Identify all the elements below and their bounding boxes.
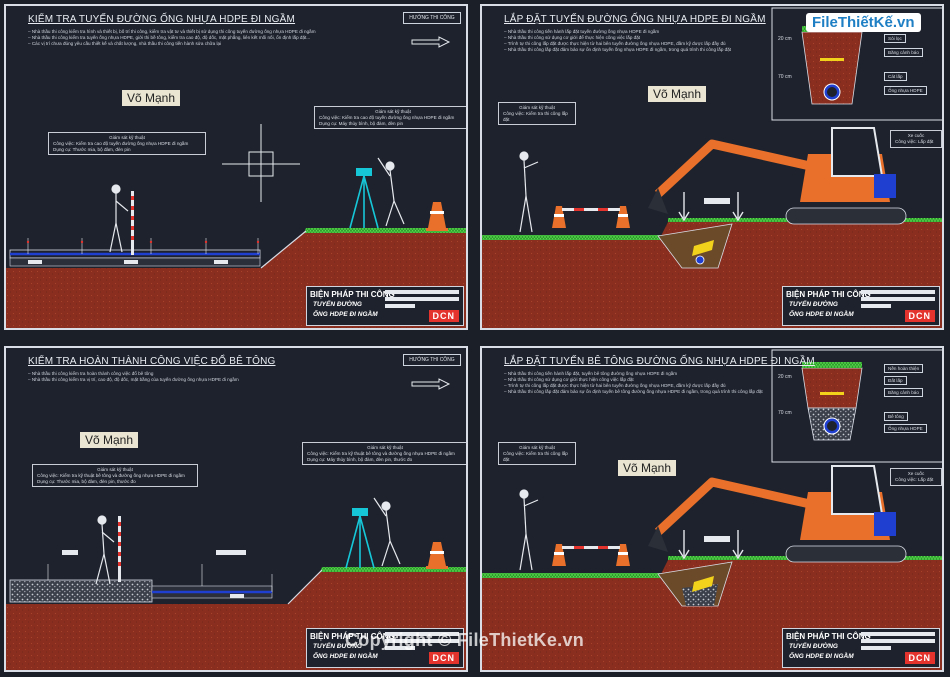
panel-install-pipe: 20 cm 70 cm [480,4,944,330]
legend-item: Cát lấp [884,72,907,81]
worker-with-staff [95,515,115,585]
legend-item: Ống nhựa HDPE [884,86,927,95]
panel-inspect-pipe-route: KIỂM TRA TUYẾN ĐƯỜNG ỐNG NHỰA HDPE ĐI NG… [4,4,468,330]
excavator [648,127,907,225]
excavator [648,465,907,563]
panel-install-concrete: 20 cm 70 cm LẮP ĐẶT TUY [480,346,944,672]
author-tag: Võ Mạnh [122,90,181,106]
panel-notes: Nhà thầu thi công tiến hành lắp đặt tuyế… [504,29,766,53]
direction-arrow-icon [411,36,451,48]
scene-inspect-pipe-route [6,124,466,328]
author-tag: Võ Mạnh [618,460,677,476]
legend-item: Băng cảnh báo [884,388,923,397]
dim-label: 20 cm [778,374,792,380]
legend-item: Nền hoàn thiện [884,364,924,373]
worker-inspector [519,489,539,571]
legend-item: Đất lấp [884,376,907,385]
direction-label: HƯỚNG THI CÔNG [403,12,461,24]
panel-notes: Nhà thầu thi công kiểm tra hình và thiết… [28,29,358,47]
legend-item: Ống nhựa HDPE [884,424,927,433]
panel-title: LẮP ĐẶT TUYẾN BÊ TÔNG ĐƯỜNG ỐNG NHỰA HDP… [504,356,815,367]
surveyor [373,497,401,567]
legend-item: Băng cảnh báo [884,48,923,57]
traffic-cone [426,202,448,231]
legend-item: Bê tông [884,412,908,421]
scene-inspect-concrete [6,497,466,670]
worker-with-staff [109,184,129,253]
surveyor [377,157,405,227]
dim-label: 70 cm [778,410,792,416]
company-logo: DCN [904,310,935,322]
copyright-watermark: Copyright © FileThietKe.vn [345,630,585,650]
traffic-barrier [552,206,630,228]
author-tag: Võ Mạnh [648,86,707,102]
panel-inspect-concrete: KIỂM TRA HOÀN THÀNH CÔNG VIỆC ĐỔ BÊ TÔNG… [4,346,468,672]
traffic-cone [426,542,448,569]
company-logo: DCN [428,652,459,664]
tripod-level [349,175,379,229]
legend-item: Sỏi lọc [884,34,906,43]
author-tag: Võ Mạnh [80,432,139,448]
panel-notes: Nhà thầu thi công kiểm tra hoàn thành cô… [28,371,358,383]
company-logo: DCN [904,652,935,664]
direction-arrow-icon [411,378,451,390]
company-logo: DCN [428,310,459,322]
direction-label: HƯỚNG THI CÔNG [403,354,461,366]
dim-label: 70 cm [778,74,792,80]
panel-title: KIỂM TRA HOÀN THÀNH CÔNG VIỆC ĐỔ BÊ TÔNG [28,356,276,367]
panel-title: KIỂM TRA TUYẾN ĐƯỜNG ỐNG NHỰA HDPE ĐI NG… [28,14,296,25]
traffic-barrier [552,544,630,566]
panel-title: LẮP ĐẶT TUYẾN ĐƯỜNG ỐNG NHỰA HDPE ĐI NGẦ… [504,14,766,25]
worker-inspector [519,151,539,233]
site-logo: FileThiếtKế.vn [806,13,921,32]
dim-label: 20 cm [778,36,792,42]
scene-install-pipe: 20 cm 70 cm [482,7,942,328]
tripod-level [345,515,375,569]
scene-install-concrete: 20 cm 70 cm [482,349,942,670]
panel-notes: Nhà thầu thi công tiến hành lắp đặt, tuy… [504,371,766,395]
